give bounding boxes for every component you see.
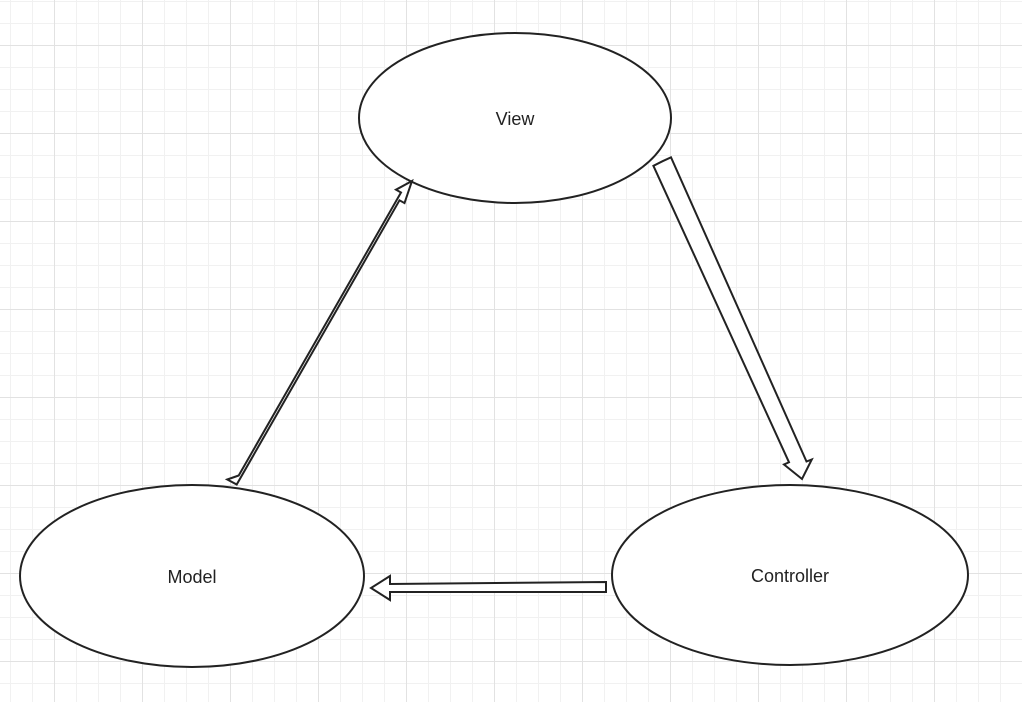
view-node[interactable]: View bbox=[358, 32, 672, 204]
controller-ellipse bbox=[611, 484, 969, 666]
view-label: View bbox=[496, 109, 536, 129]
model-ellipse bbox=[19, 484, 365, 668]
view-ellipse bbox=[358, 32, 672, 204]
arrow-controller-to-model[interactable] bbox=[369, 574, 607, 602]
controller-node[interactable]: Controller bbox=[611, 484, 969, 666]
model-node[interactable]: Model bbox=[19, 484, 365, 668]
controller-label: Controller bbox=[751, 566, 829, 586]
model-label: Model bbox=[167, 567, 216, 587]
arrow-view-to-controller[interactable] bbox=[652, 155, 814, 481]
arrow-model-to-view[interactable] bbox=[224, 178, 414, 486]
